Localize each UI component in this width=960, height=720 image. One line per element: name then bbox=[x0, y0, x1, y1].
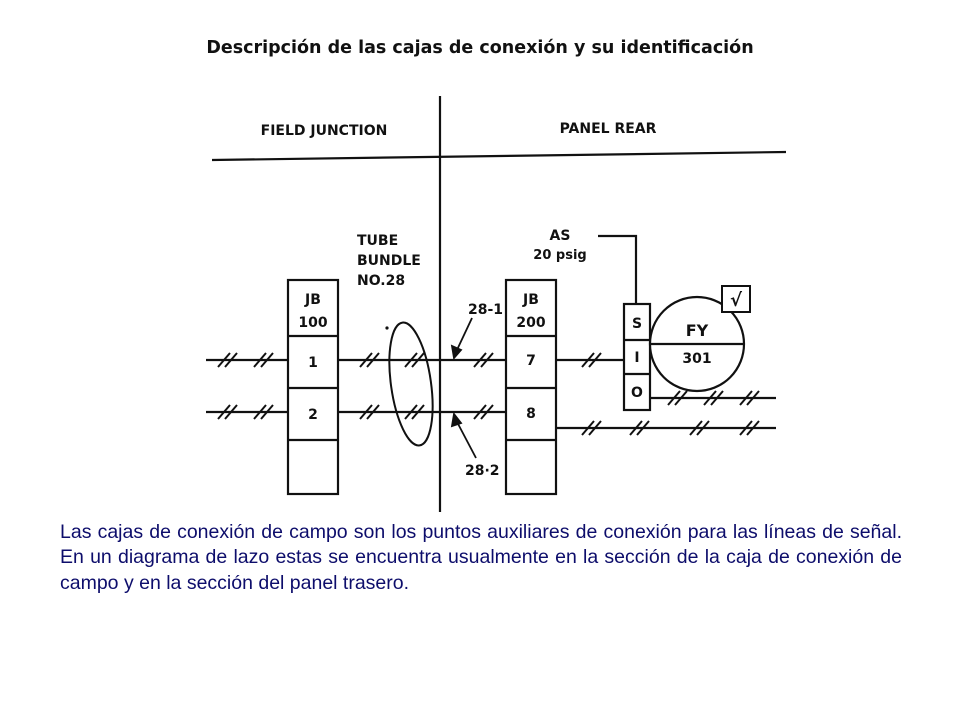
tube-bundle-line2: BUNDLE bbox=[357, 253, 421, 269]
tube-bundle-line1: TUBE bbox=[357, 233, 398, 249]
bundle-dot-1 bbox=[385, 326, 389, 330]
sio-supply-label: S bbox=[632, 316, 642, 332]
sio-input-label: I bbox=[634, 350, 639, 366]
jb100-terminal-2: 2 bbox=[308, 407, 318, 423]
section-header-line bbox=[211, 150, 787, 162]
tag-28-2: 28·2 bbox=[465, 463, 500, 479]
section-label-field-junction: FIELD JUNCTION bbox=[261, 123, 388, 139]
air-supply-label: AS bbox=[550, 228, 571, 244]
sio-output-label: O bbox=[631, 385, 643, 401]
jb100-header-line1: JB bbox=[304, 292, 321, 308]
instrument-number: 301 bbox=[682, 351, 711, 367]
section-label-panel-rear: PANEL REAR bbox=[560, 121, 657, 137]
jb100-header-line2: 100 bbox=[298, 315, 327, 331]
tube-bundle-line3: NO.28 bbox=[357, 273, 405, 289]
tag-28-1: 28-1 bbox=[468, 302, 503, 318]
air-supply-line bbox=[598, 234, 638, 304]
instrument-letters: FY bbox=[686, 321, 709, 340]
jb200-header-line1: JB bbox=[522, 292, 539, 308]
tag-28-1-arrowhead bbox=[450, 344, 463, 361]
description-paragraph: Las cajas de conexión de campo son los p… bbox=[60, 521, 902, 594]
jb100-terminal-1: 1 bbox=[308, 355, 318, 371]
tag-28-2-arrowhead bbox=[450, 411, 463, 428]
tag-28-1-leader bbox=[455, 317, 473, 353]
tube-bundle-oval bbox=[388, 321, 434, 447]
check-mark-icon: √ bbox=[730, 290, 743, 311]
air-supply-pressure: 20 psig bbox=[533, 248, 586, 263]
jb200-header-line2: 200 bbox=[516, 315, 545, 331]
sio-block bbox=[622, 302, 652, 412]
tag-28-2-leader bbox=[455, 419, 477, 459]
jb200-terminal-8: 8 bbox=[526, 406, 536, 422]
signal-hash-marks bbox=[217, 352, 760, 436]
slide-title: Descripción de las cajas de conexión y s… bbox=[206, 38, 754, 58]
check-box bbox=[721, 285, 751, 313]
jb200-terminal-7: 7 bbox=[526, 353, 536, 369]
